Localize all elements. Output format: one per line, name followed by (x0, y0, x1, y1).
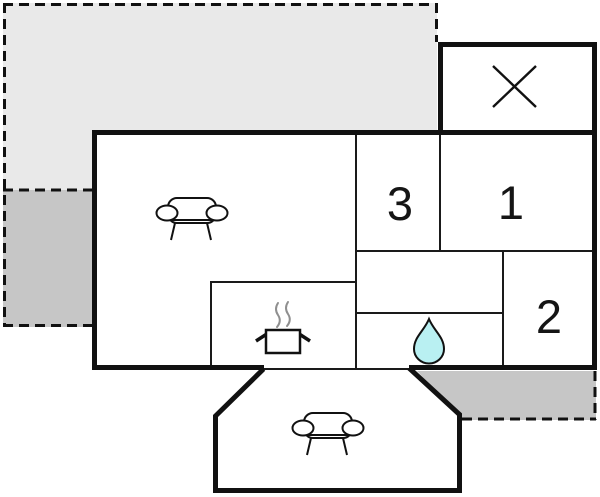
steam-lines (275, 301, 291, 328)
cross-icon (492, 65, 537, 108)
terrace-bottom-outline (213, 366, 462, 493)
exterior-walls (92, 42, 597, 493)
interior-walls (210, 130, 597, 370)
cooking-pot-icon (255, 301, 311, 355)
room-1-label: 1 (498, 176, 524, 229)
terrace-bottom-right-area (417, 371, 596, 420)
room-2-label: 2 (536, 290, 562, 343)
room-3-label: 3 (387, 177, 413, 230)
terrace-left-area (3, 190, 92, 327)
terrace-dashed-boundaries (3, 3, 597, 421)
water-drop-icon (412, 316, 446, 365)
building-interior (92, 42, 597, 370)
terrace-upper-area (3, 3, 437, 190)
